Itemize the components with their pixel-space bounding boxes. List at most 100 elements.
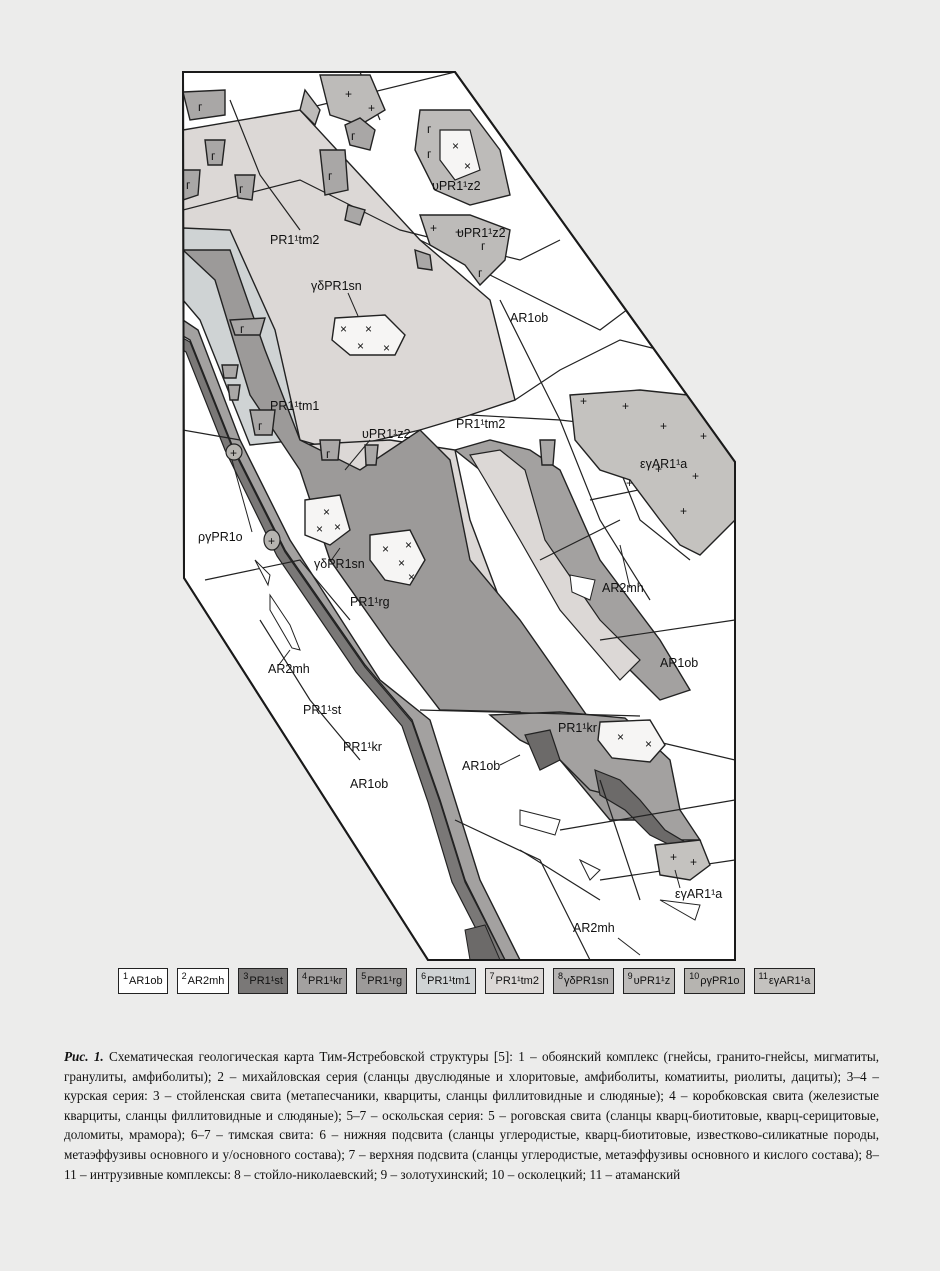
label-epsilon-a-se: εγAR1¹a [675, 887, 722, 901]
svg-text:×: × [398, 556, 405, 570]
legend-label: ργPR1o [700, 975, 740, 987]
intrusion-upsilon-3 [419, 214, 511, 287]
legend-label: υPR1¹z [633, 975, 671, 987]
legend-label: PR1¹tm1 [427, 975, 471, 987]
legend-number: 5 [361, 971, 367, 981]
legend-label: γδPR1sn [563, 975, 609, 987]
label-epsilon-a-east: εγAR1¹a [640, 457, 687, 471]
intrusion-sn-south1 [304, 494, 351, 546]
svg-text:+: + [626, 476, 633, 490]
svg-text:г: г [427, 147, 432, 161]
intrusion-sn-ne [439, 129, 481, 181]
svg-text:г: г [198, 100, 203, 114]
legend-label: AR1ob [129, 975, 163, 987]
label-ar2mh-e: AR2mh [602, 581, 644, 595]
label-pr1tm2-nw: PR1¹tm2 [270, 233, 319, 247]
intrusion-upsilon-4 [299, 88, 321, 127]
svg-text:+: + [692, 469, 699, 483]
intrusion-sn-south2 [369, 529, 426, 586]
svg-text:+: + [580, 394, 587, 408]
svg-text:×: × [452, 139, 459, 153]
svg-text:г: г [258, 419, 263, 433]
svg-text:×: × [617, 730, 624, 744]
svg-text:×: × [357, 339, 364, 353]
svg-text:×: × [382, 542, 389, 556]
label-pr1tm2-center: PR1¹tm2 [456, 417, 505, 431]
intrusion-sn-north [331, 314, 406, 356]
svg-text:г: г [351, 129, 356, 143]
geological-map: ггг ггг ггг ггг г ×××× ×× ××× ×××× ×× ++… [181, 71, 736, 961]
zone-tm-east [469, 449, 641, 681]
svg-text:×: × [645, 737, 652, 751]
svg-text:г: г [328, 169, 333, 183]
legend-label: PR1¹st [249, 975, 283, 987]
svg-text:г: г [211, 149, 216, 163]
svg-text:×: × [340, 322, 347, 336]
svg-text:×: × [316, 522, 323, 536]
label-pr1kr-e: PR1¹kr [558, 721, 597, 735]
svg-text:г: г [326, 447, 331, 461]
label-ar1ob-e: AR1ob [660, 656, 698, 670]
svg-text:г: г [478, 266, 483, 280]
intrusion-sn-se [597, 719, 666, 763]
svg-text:+: + [622, 399, 629, 413]
caption-text: Схематическая геологическая карта Тим-Яс… [64, 1049, 880, 1182]
intrusion-rho-2 [263, 529, 281, 551]
svg-text:+: + [345, 87, 352, 101]
svg-text:+: + [660, 419, 667, 433]
svg-text:×: × [383, 341, 390, 355]
legend-number: 3 [243, 971, 249, 981]
label-pr1rg: PR1¹rg [350, 595, 390, 609]
svg-text:+: + [655, 462, 662, 476]
legend-label: PR1¹kr [308, 975, 343, 987]
legend-number: 8 [557, 971, 563, 981]
zone-st-se2 [524, 729, 561, 771]
legend-number: 4 [302, 971, 308, 981]
label-pr1st: PR1¹st [303, 703, 342, 717]
svg-text:+: + [670, 850, 677, 864]
label-pr1kr-w: PR1¹kr [343, 740, 382, 754]
legend-label: PR1¹rg [367, 975, 403, 987]
label-upsilon-z2-ne2: υPR1¹z2 [457, 226, 506, 240]
svg-text:+: + [700, 429, 707, 443]
figure-caption: Рис. 1. Схематическая геологическая карт… [64, 1047, 879, 1184]
legend-label: AR2mh [187, 975, 225, 987]
svg-text:+: + [268, 534, 275, 548]
svg-text:+: + [230, 446, 237, 460]
label-rho-o: ργPR1o [198, 530, 243, 544]
legend-number: 6 [421, 971, 427, 981]
legend-number: 10 [689, 971, 700, 981]
svg-text:+: + [455, 225, 462, 239]
zone-st-south [464, 924, 501, 960]
intrusion-rho-1 [225, 443, 243, 461]
label-ar1ob-ne: AR1ob [510, 311, 548, 325]
figure-number: Рис. 1. [64, 1049, 104, 1064]
legend-label: εγAR1¹a [768, 975, 811, 987]
svg-text:×: × [405, 538, 412, 552]
label-ar1ob-s: AR1ob [462, 759, 500, 773]
label-gdelta-sn-n: γδPR1sn [311, 279, 362, 293]
label-ar2mh-w: AR2mh [268, 662, 310, 676]
svg-text:+: + [680, 504, 687, 518]
label-upsilon-z2-ne1: υPR1¹z2 [432, 179, 481, 193]
svg-text:×: × [464, 159, 471, 173]
svg-text:×: × [408, 570, 415, 584]
legend-number: 1 [123, 971, 129, 981]
intrusion-epsilon-se [654, 839, 711, 881]
zone-pr1st [183, 336, 506, 960]
svg-text:×: × [334, 520, 341, 534]
svg-text:+: + [368, 101, 375, 115]
label-upsilon-z2-center: υPR1¹z2 [362, 427, 411, 441]
svg-text:г: г [481, 239, 486, 253]
legend-number: 9 [627, 971, 633, 981]
